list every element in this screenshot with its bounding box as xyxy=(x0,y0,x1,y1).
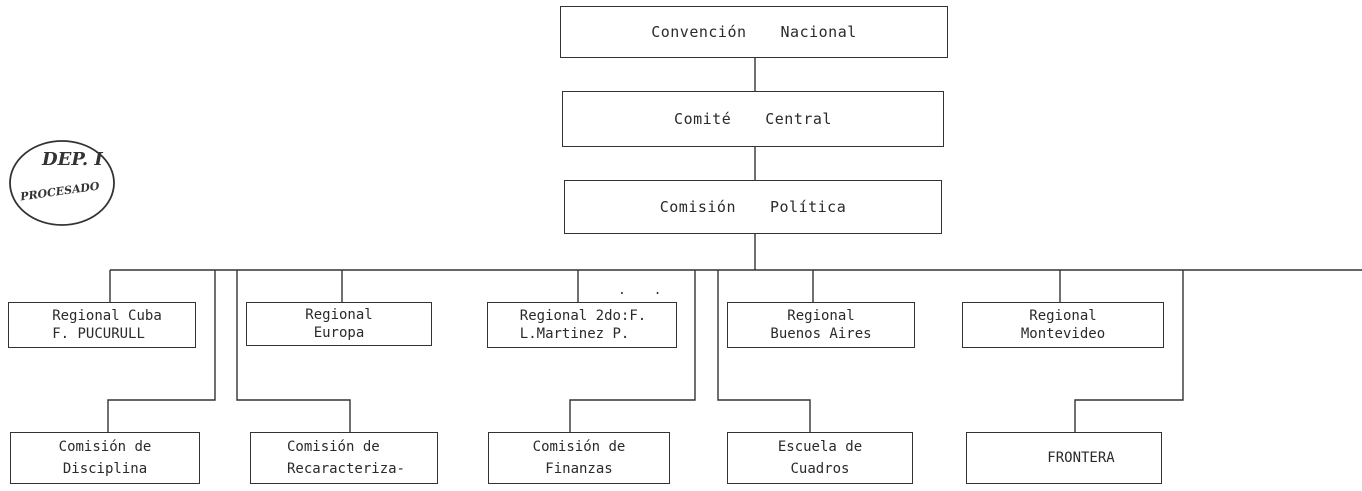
regional-montevideo-line1: Regional xyxy=(1029,308,1097,324)
path-finanzas xyxy=(569,270,696,432)
comision-politica-box: Comisión Política xyxy=(564,180,942,234)
path-disciplina xyxy=(107,270,216,432)
escuela-cuadros-box: Escuela de Cuadros xyxy=(727,432,913,484)
path-frontera xyxy=(1074,270,1184,432)
escuela-cuadros-line1: Escuela de xyxy=(777,439,863,455)
comite-word: Comité xyxy=(674,110,732,128)
regional-europa-line1: Regional xyxy=(305,307,373,323)
comision-word: Comisión xyxy=(659,198,736,216)
regional-bsas-line1: Regional xyxy=(787,308,855,324)
path-escuela xyxy=(717,270,811,432)
regional-europa-box: Regional Europa xyxy=(246,302,432,346)
comision-disciplina-line1: Comisión de xyxy=(58,439,152,455)
comision-recaracterizacion-box: Comisión de Recaracteriza- xyxy=(250,432,438,484)
regional-2do-line1: Regional 2do:F. xyxy=(519,308,647,324)
regional-cuba-box: Regional Cuba F. PUCURULL xyxy=(8,302,196,348)
frontera-box: FRONTERA xyxy=(966,432,1162,484)
comision-finanzas-box: Comisión de Finanzas xyxy=(488,432,670,484)
dots-mark: . . xyxy=(618,283,672,298)
comision-recaracterizacion-line2: Recaracteriza- xyxy=(286,461,405,477)
comision-recaracterizacion-line1: Comisión de xyxy=(286,439,380,455)
comision-disciplina-box: Comisión de Disciplina xyxy=(10,432,200,484)
regional-bsas-line2: Buenos Aires xyxy=(770,326,872,342)
comite-central-box: Comité Central xyxy=(562,91,944,147)
regional-montevideo-line2: Montevideo xyxy=(1020,326,1106,342)
regional-europa-line2: Europa xyxy=(313,325,365,341)
path-recaracterizacion xyxy=(236,270,351,432)
politica-word: Política xyxy=(770,198,847,216)
escuela-cuadros-line2: Cuadros xyxy=(790,461,850,477)
regional-bsas-box: Regional Buenos Aires xyxy=(727,302,915,348)
comision-finanzas-line2: Finanzas xyxy=(545,461,613,477)
regional-montevideo-box: Regional Montevideo xyxy=(962,302,1164,348)
convencion-nacional-box: Convención Nacional xyxy=(560,6,948,58)
central-word: Central xyxy=(765,110,832,128)
stamp-line-1: DEP. I xyxy=(42,149,103,170)
comision-disciplina-line2: Disciplina xyxy=(62,461,148,477)
nacional-word: Nacional xyxy=(780,23,857,41)
regional-2do-line2: L.Martinez P. xyxy=(519,326,630,342)
comision-finanzas-line1: Comisión de xyxy=(532,439,626,455)
frontera-label: FRONTERA xyxy=(1047,450,1115,466)
regional-cuba-line1: Regional Cuba xyxy=(52,308,162,324)
dep-procesado-stamp: DEP. I PROCESADO xyxy=(6,135,118,231)
regional-2do-box: Regional 2do:F. L.Martinez P. xyxy=(487,302,677,348)
convencion-word: Convención xyxy=(651,23,747,41)
regional-cuba-line2: F. PUCURULL xyxy=(52,326,145,342)
